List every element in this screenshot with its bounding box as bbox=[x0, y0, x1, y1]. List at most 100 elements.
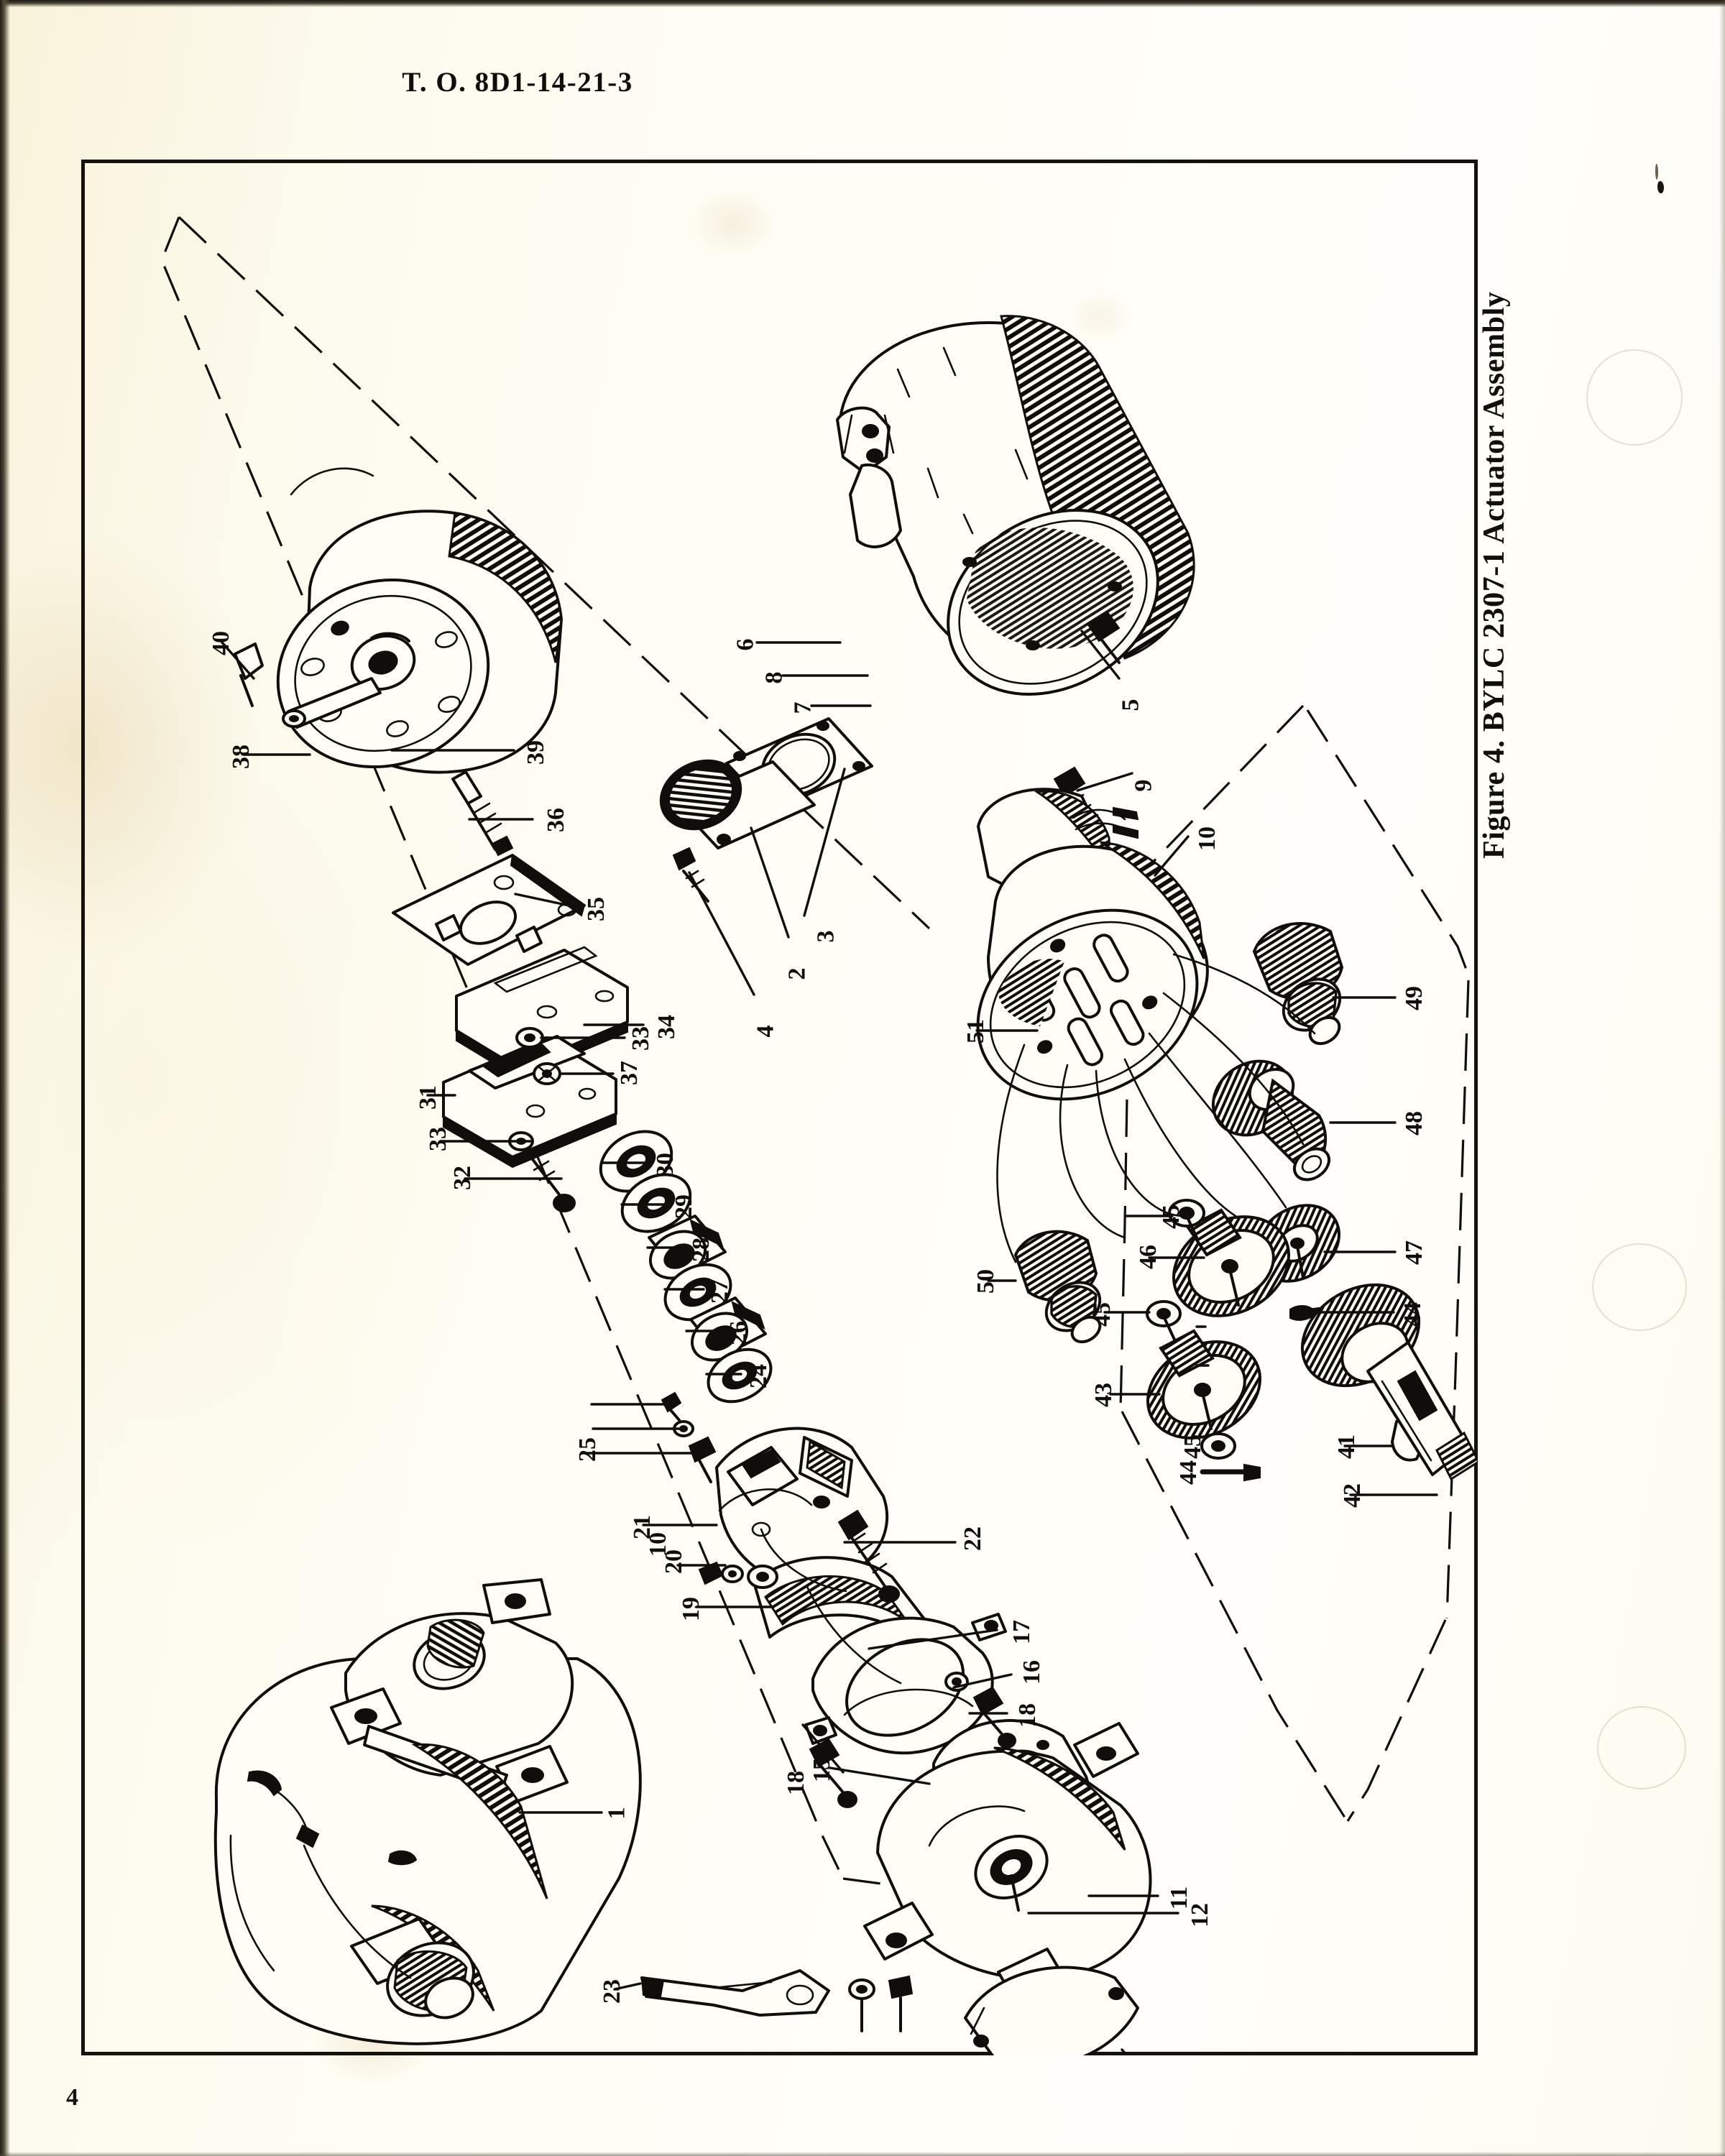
part-armature-51 bbox=[976, 788, 1209, 1101]
callout-51: 51 bbox=[962, 1019, 989, 1044]
callout-27: 27 bbox=[707, 1279, 733, 1304]
construction-boundary bbox=[160, 216, 1471, 1886]
part-screw-18b bbox=[972, 1686, 1016, 1749]
running-head: T. O. 8D1-14-21-3 bbox=[402, 67, 633, 98]
callout-45a: 45 bbox=[1158, 1204, 1184, 1229]
part-brush-ring-21 bbox=[715, 1427, 889, 1586]
callout-33b: 33 bbox=[627, 1026, 654, 1051]
callout-17: 17 bbox=[1008, 1620, 1035, 1644]
scan-edge-bottom bbox=[0, 2152, 1725, 2156]
callout-40: 40 bbox=[208, 631, 234, 655]
part-washer-45c bbox=[1200, 1432, 1236, 1460]
part-housing-shell-3 bbox=[836, 315, 1195, 696]
part-washer-45b bbox=[1146, 1300, 1182, 1342]
callout-24: 24 bbox=[745, 1364, 772, 1388]
part-end-bell-38 bbox=[234, 467, 563, 774]
callout-44a: 44 bbox=[1175, 1460, 1202, 1485]
part-output-shaft-42 bbox=[1300, 1283, 1478, 1481]
callout-34: 34 bbox=[653, 1015, 680, 1039]
callout-47: 47 bbox=[1401, 1240, 1427, 1265]
callout-36: 36 bbox=[543, 808, 569, 832]
callout-39: 39 bbox=[523, 740, 549, 765]
scan-edge-right bbox=[1719, 0, 1725, 2156]
callout-5: 5 bbox=[1117, 699, 1144, 711]
callout-12: 12 bbox=[1187, 1903, 1213, 1927]
callout-45c: 45 bbox=[1179, 1434, 1206, 1459]
callout-46: 46 bbox=[1135, 1245, 1162, 1269]
margin-ghost-circle bbox=[1597, 1706, 1686, 1789]
callout-3: 3 bbox=[812, 930, 840, 943]
part-washer-10c bbox=[848, 1978, 875, 2032]
callout-50: 50 bbox=[972, 1269, 999, 1294]
callout-43: 43 bbox=[1090, 1383, 1117, 1407]
callout-19: 19 bbox=[678, 1597, 704, 1621]
callout-6: 6 bbox=[732, 638, 759, 651]
callout-37: 37 bbox=[616, 1061, 643, 1085]
part-pinion-50 bbox=[1013, 1230, 1102, 1344]
part-cover-13 bbox=[964, 1966, 1139, 2055]
page-number: 4 bbox=[66, 2084, 78, 2111]
exploded-assembly-diagram: .ln{fill:none;stroke:#100e0a;stroke-widt… bbox=[81, 160, 1478, 2055]
callout-22: 22 bbox=[960, 1526, 986, 1551]
callout-38: 38 bbox=[228, 745, 254, 769]
callout-7: 7 bbox=[789, 701, 816, 714]
callout-29: 29 bbox=[671, 1194, 697, 1219]
callout-1: 1 bbox=[603, 1807, 630, 1820]
part-key-44b bbox=[1289, 1305, 1320, 1321]
callout-9: 9 bbox=[1130, 779, 1157, 792]
figure-caption: Figure 4. BYLC 2307-1 Actuator Assembly bbox=[1478, 291, 1511, 859]
callout-8: 8 bbox=[760, 671, 788, 684]
part-screw-5 bbox=[1086, 611, 1121, 664]
part-stack-bushings bbox=[599, 1130, 773, 1404]
callout-18b: 18 bbox=[783, 1771, 809, 1795]
callout-30: 30 bbox=[652, 1153, 678, 1177]
callout-4: 4 bbox=[752, 1025, 779, 1038]
callout-44b: 44 bbox=[1399, 1302, 1426, 1327]
part-gear-48 bbox=[1211, 1059, 1331, 1181]
callout-32: 32 bbox=[449, 1166, 476, 1190]
callout-10b: 10 bbox=[645, 1532, 671, 1557]
callout-45b: 45 bbox=[1089, 1302, 1116, 1327]
part-washer-33a bbox=[515, 1027, 544, 1049]
scan-edge-top bbox=[0, 0, 1725, 7]
leader-lines bbox=[221, 630, 1438, 2055]
part-connector-2 bbox=[659, 759, 816, 903]
callout-16: 16 bbox=[1018, 1660, 1045, 1685]
part-screw-36 bbox=[451, 770, 514, 857]
part-fastener-20a bbox=[661, 1391, 682, 1422]
callout-42: 42 bbox=[1339, 1483, 1366, 1508]
callout-2: 2 bbox=[783, 967, 811, 980]
part-bracket-23 bbox=[640, 1969, 830, 2017]
part-pinion-49 bbox=[1252, 922, 1344, 1046]
margin-ghost-circle bbox=[1592, 1243, 1687, 1331]
part-housing-11 bbox=[863, 1722, 1152, 2007]
figure-border bbox=[81, 160, 1478, 2055]
part-screw-32 bbox=[524, 1148, 576, 1212]
callout-23: 23 bbox=[599, 1979, 625, 2004]
assembly-artwork: .ln{fill:none;stroke:#100e0a;stroke-widt… bbox=[160, 216, 1478, 2055]
part-fastener-20c bbox=[888, 1975, 914, 2032]
callout-41: 41 bbox=[1333, 1434, 1360, 1459]
callout-25: 25 bbox=[574, 1437, 601, 1462]
callout-48: 48 bbox=[1401, 1111, 1427, 1135]
callout-31: 31 bbox=[415, 1085, 441, 1110]
callout-28: 28 bbox=[688, 1238, 714, 1262]
scan-edge-left bbox=[0, 0, 10, 2156]
part-mounting-plate-35 bbox=[392, 854, 586, 966]
ink-speck bbox=[1655, 164, 1658, 180]
part-fastener-25 bbox=[688, 1436, 717, 1483]
callout-35: 35 bbox=[583, 897, 610, 921]
part-screw-18a bbox=[809, 1738, 857, 1808]
margin-ghost-circle bbox=[1586, 349, 1683, 446]
callout-18a: 18 bbox=[1014, 1703, 1041, 1728]
part-pin-44 bbox=[1200, 1463, 1261, 1482]
callout-33a: 33 bbox=[425, 1127, 451, 1151]
part-assembled-actuator-1 bbox=[213, 1578, 642, 2045]
callout-49: 49 bbox=[1401, 986, 1427, 1010]
callout-15: 15 bbox=[809, 1758, 835, 1782]
part-nut-37 bbox=[533, 1062, 561, 1085]
ink-speck bbox=[1657, 181, 1664, 193]
part-gasket-17 bbox=[804, 1613, 1007, 1755]
callout-10a: 10 bbox=[1194, 826, 1220, 851]
callout-26: 26 bbox=[725, 1321, 752, 1345]
